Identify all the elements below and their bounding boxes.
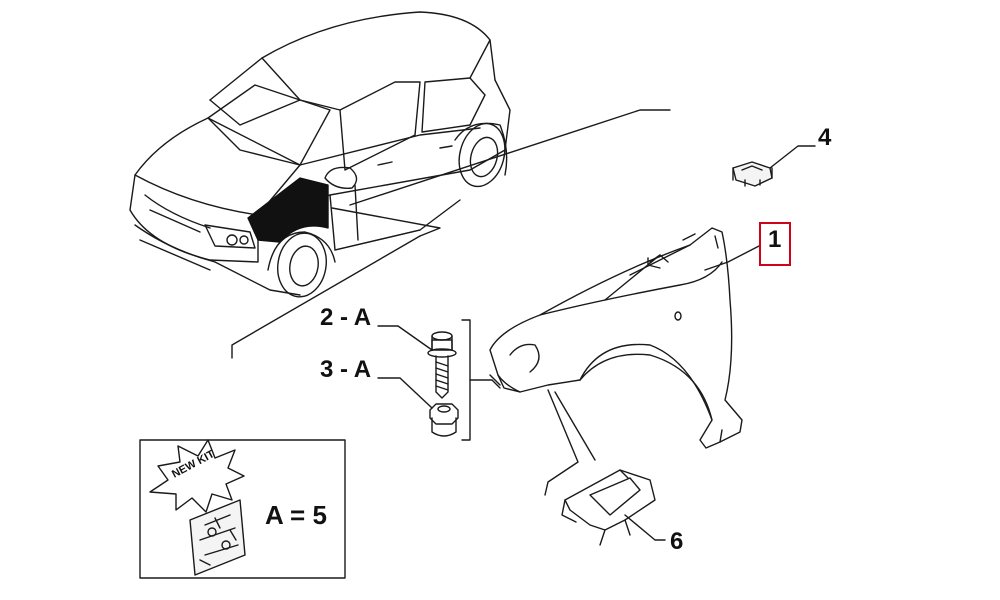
callout-part-4: 4 xyxy=(818,124,832,151)
callout-part-2: 2 - A xyxy=(320,304,372,331)
nut-part xyxy=(429,403,459,437)
bracket-part xyxy=(561,469,656,546)
clip-part xyxy=(732,161,773,187)
bolt-part xyxy=(427,331,457,399)
callout-part-3: 3 - A xyxy=(320,356,372,383)
fender-highlight xyxy=(247,177,329,243)
new-kit-stamp xyxy=(149,439,245,513)
car-illustration xyxy=(129,11,511,298)
callout-part-1: 1 xyxy=(768,226,782,253)
kit-quantity-label: A = 5 xyxy=(265,500,327,530)
callout-part-6: 6 xyxy=(670,528,684,555)
kit-bag xyxy=(189,499,246,576)
part-1-highlight-box xyxy=(759,222,791,266)
fender-part xyxy=(489,227,743,449)
